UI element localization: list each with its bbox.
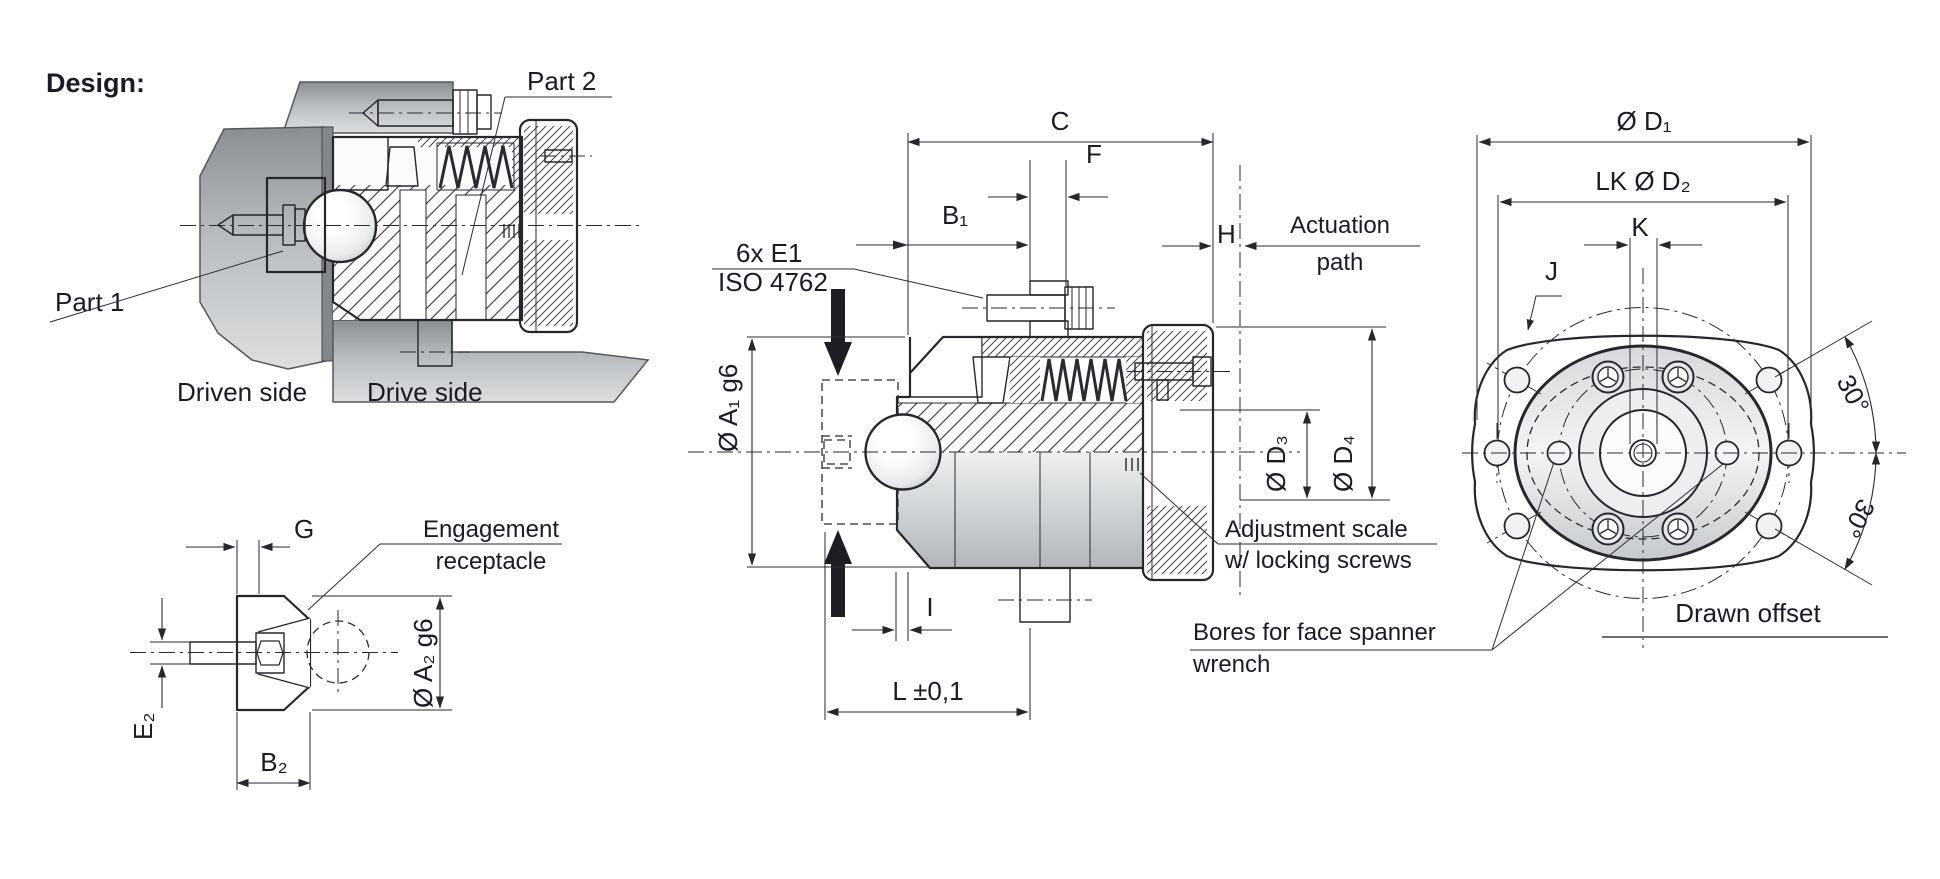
mounting-screw-top	[349, 89, 502, 135]
friction-cone	[385, 146, 419, 187]
front-view: Ø D₁ LK Ø D₂ K J 30° 30° Bores for face …	[1190, 106, 1906, 678]
bore-band-2	[455, 194, 487, 321]
bores-callout-line1: Bores for face spanner	[1193, 619, 1436, 646]
design-view: Design:	[46, 66, 650, 407]
drive-side-label: Drive side	[367, 377, 483, 407]
dim-d1-label: Ø D₁	[1617, 106, 1672, 136]
screw-spec-callout: 6x E1 ISO 4762	[712, 238, 984, 299]
dim-k: K	[1584, 212, 1702, 444]
bores-callout: Bores for face spanner wrench	[1190, 461, 1724, 678]
dim-g-label: G	[294, 514, 314, 544]
cap-screw-e1	[962, 280, 1115, 338]
actuation-path-line2: path	[1317, 249, 1364, 276]
spring-carrier-block	[909, 336, 983, 398]
friction-cone-section	[972, 356, 1011, 404]
lower-lug	[417, 319, 453, 367]
dim-i: I	[852, 572, 952, 641]
receptacle-callout-line2: receptacle	[436, 548, 547, 575]
dim-k-label: K	[1631, 212, 1649, 242]
angle-lower-label: 30°	[1836, 494, 1881, 543]
scale-callout-line2: w/ locking screws	[1224, 547, 1412, 574]
bore-band-1	[399, 189, 427, 321]
disc-spring-pack	[1040, 358, 1128, 402]
dim-f-label: F	[1086, 139, 1102, 169]
screw-spec-line1: 6x E1	[736, 238, 803, 268]
drive-lug	[1019, 567, 1071, 623]
socket-screws	[1591, 360, 1695, 546]
engagement-receptacle-callout: Engagement receptacle	[307, 516, 562, 611]
rear-flange-section	[518, 118, 592, 334]
dim-b1-label: B₁	[942, 200, 968, 230]
dim-a1: Ø A₁ g6	[713, 336, 930, 568]
part2-label: Part 2	[527, 66, 596, 96]
dim-i-label: I	[926, 592, 933, 622]
dim-c-label: C	[1051, 106, 1070, 136]
hub-lower	[897, 452, 1143, 568]
flange-plate	[1470, 334, 1816, 572]
screw-spec-line2: ISO 4762	[718, 267, 828, 297]
part1-callout: Part 1	[49, 250, 284, 323]
dim-d3: Ø D₃	[1180, 409, 1390, 501]
dim-d4-label: Ø D₄	[1328, 435, 1358, 492]
dim-h: H Actuation path	[1162, 165, 1420, 600]
outer-bolt-holes	[1483, 366, 1803, 540]
clamp-arrow-up	[824, 530, 852, 617]
receptacle-callout-line1: Engagement	[423, 516, 559, 543]
dim-d2: LK Ø D₂	[1497, 166, 1789, 438]
dim-d3-label: Ø D₃	[1261, 435, 1291, 492]
dim-l: L ±0,1	[824, 532, 1031, 720]
dim-j: J	[1526, 256, 1562, 331]
drawn-offset-label: Drawn offset	[1675, 598, 1821, 628]
adjustment-scale-callout: Adjustment scale w/ locking screws	[1139, 472, 1437, 574]
coupling-section	[302, 135, 524, 322]
adjustment-scale-ticks	[1125, 458, 1139, 471]
section-view: C B₁ F H Actuation path 6x E1 ISO 4762 Ø…	[688, 106, 1437, 720]
scale-ticks	[503, 224, 520, 238]
dim-d1: Ø D₁	[1476, 106, 1812, 420]
drawn-offset-note: Drawn offset	[1602, 598, 1888, 638]
dim-e2: E₂	[128, 598, 190, 740]
disc-springs	[438, 145, 514, 189]
dim-b2: B₂	[236, 712, 311, 790]
dim-g: G	[186, 514, 314, 594]
actuation-path-line1: Actuation	[1290, 212, 1390, 239]
driven-side-label: Driven side	[177, 377, 307, 407]
dim-l-label: L ±0,1	[892, 676, 963, 706]
dim-b2-label: B₂	[260, 747, 287, 777]
design-title: Design:	[46, 68, 145, 98]
dim-c: C	[907, 106, 1214, 335]
dim-h-label: H	[1217, 219, 1236, 249]
dim-d4: Ø D₄	[1216, 326, 1386, 499]
dim-e2-label: E₂	[128, 713, 158, 740]
part2-callout: Part 2	[461, 66, 612, 276]
dim-j-label: J	[1545, 256, 1558, 286]
bores-callout-line2: wrench	[1192, 651, 1270, 678]
dim-a2: Ø A₂ g6	[312, 595, 452, 711]
scale-callout-line1: Adjustment scale	[1225, 516, 1408, 543]
sleeve-strip	[982, 337, 1143, 357]
dim-a2-label: Ø A₂ g6	[408, 618, 438, 708]
receptacle-view: G E₂ B₂ Ø A₂ g6 Engagement receptacle	[128, 514, 562, 790]
dim-f: F	[988, 139, 1108, 287]
angle-upper-label: 30°	[1831, 370, 1876, 419]
dim-d2-label: LK Ø D₂	[1595, 166, 1690, 196]
part1-label: Part 1	[55, 287, 124, 317]
dim-b1: B₁	[856, 160, 1031, 290]
clamp-arrow-down	[824, 289, 852, 376]
dim-a1-label: Ø A₁ g6	[713, 364, 743, 452]
driven-machine-wall	[199, 126, 327, 370]
